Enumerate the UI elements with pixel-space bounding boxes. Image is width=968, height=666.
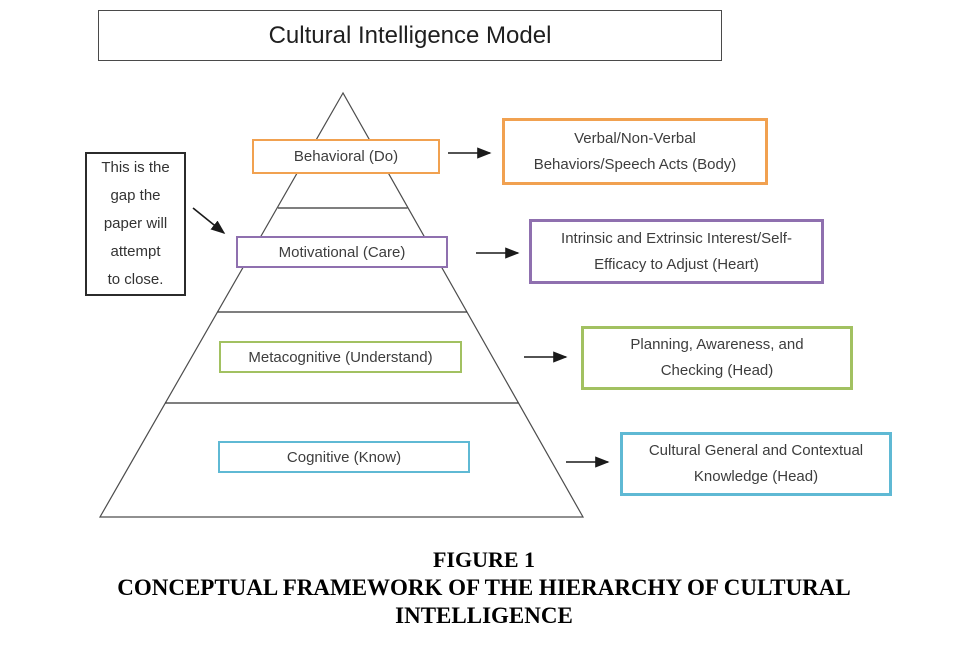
desc-line: Planning, Awareness, and xyxy=(630,336,804,353)
pyramid-outline xyxy=(98,91,585,518)
desc-line: Verbal/Non-Verbal xyxy=(574,129,696,147)
gap-note-box: This is the gap the paper will attempt t… xyxy=(85,152,186,296)
pyramid-level-cognitive: Cognitive (Know) xyxy=(218,441,470,473)
figure-title: Cultural Intelligence Model xyxy=(268,21,552,49)
pyramid-level-motivational: Motivational (Care) xyxy=(236,236,448,268)
caption-title-line: INTELLIGENCE xyxy=(395,603,573,628)
caption-title-line: CONCEPTUAL FRAMEWORK OF THE HIERARCHY OF… xyxy=(117,575,851,600)
gap-note-line: attempt xyxy=(110,243,161,260)
desc-line: Behaviors/Speech Acts (Body) xyxy=(533,155,737,173)
desc-line: Cultural General and Contextual xyxy=(648,442,864,459)
desc-box-behavioral: Verbal/Non-Verbal Behaviors/Speech Acts … xyxy=(502,118,768,185)
title-box: Cultural Intelligence Model xyxy=(98,10,722,61)
level-label: Cognitive (Know) xyxy=(286,448,402,466)
arrow-gap-note xyxy=(192,207,226,235)
gap-note-line: This is the xyxy=(101,159,170,176)
level-label: Metacognitive (Understand) xyxy=(248,348,433,366)
gap-note-line: paper will xyxy=(103,215,168,232)
gap-note-line: gap the xyxy=(110,187,161,204)
desc-line: Knowledge (Head) xyxy=(693,468,819,485)
desc-box-metacognitive: Planning, Awareness, and Checking (Head) xyxy=(581,326,853,390)
caption-figure-number: FIGURE 1 xyxy=(432,547,536,572)
gap-note-line: to close. xyxy=(107,271,164,288)
pyramid-level-metacognitive: Metacognitive (Understand) xyxy=(219,341,462,373)
desc-box-motivational: Intrinsic and Extrinsic Interest/Self- E… xyxy=(529,219,824,284)
level-label: Motivational (Care) xyxy=(278,243,406,261)
pyramid-level-behavioral: Behavioral (Do) xyxy=(252,139,440,174)
desc-line: Intrinsic and Extrinsic Interest/Self- xyxy=(561,229,792,247)
level-label: Behavioral (Do) xyxy=(293,148,399,165)
desc-box-cognitive: Cultural General and Contextual Knowledg… xyxy=(620,432,892,496)
desc-line: Checking (Head) xyxy=(660,362,774,379)
desc-line: Efficacy to Adjust (Heart) xyxy=(594,255,759,273)
figure-caption: FIGURE 1 CONCEPTUAL FRAMEWORK OF THE HIE… xyxy=(0,546,968,630)
